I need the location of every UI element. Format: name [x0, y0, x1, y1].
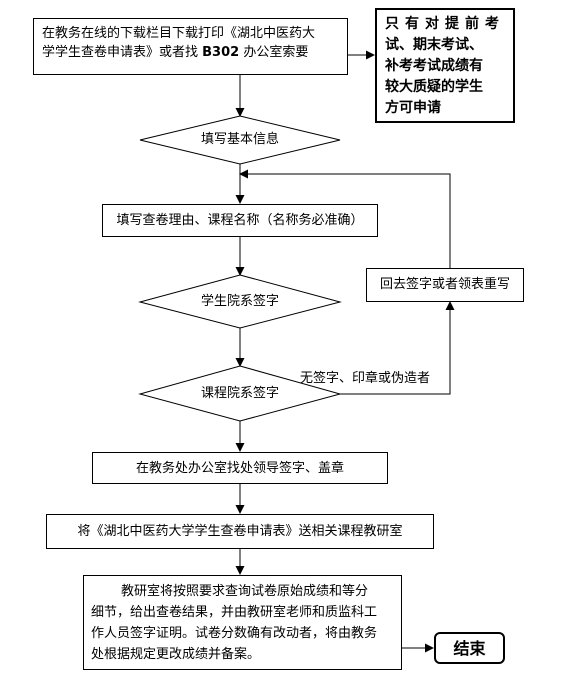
- step-redo-label: 回去签字或者领表重写: [379, 277, 510, 292]
- decision-fill-basic-label: 填写基本信息: [200, 132, 279, 147]
- step-academic-office-label: 在教务处办公室找处领导签字、盖章: [135, 461, 344, 476]
- step-review-line2: 细节，给出查卷结果，并由教研室老师和质监科工: [91, 605, 378, 620]
- step-review-line1: 教研室将按照要求查询试卷原始成绩和等分: [121, 584, 369, 599]
- eligibility-note-line4: 较大质疑的学生: [385, 79, 483, 95]
- step-download-form: 在教务在线的下载栏目下载打印《湖北中医药大 学学生查卷申请表》或者找 B302 …: [33, 18, 348, 75]
- step-fill-reason-label: 填写查卷理由、课程名称（名称务必准确）: [116, 213, 364, 228]
- decision-college-sign: [138, 274, 342, 329]
- step-redo: 回去签字或者领表重写: [366, 268, 524, 302]
- step-academic-office: 在教务处办公室找处领导签字、盖章: [92, 452, 388, 484]
- step-review-line4: 处根据规定更改成绩并备案。: [91, 647, 261, 662]
- step-review-line3: 作人员签字证明。试卷分数确有改动者，将由教务: [91, 626, 378, 641]
- decision-college-sign-label: 学生院系签字: [200, 294, 279, 309]
- step-review: 教研室将按照要求查询试卷原始成绩和等分 细节，给出查卷结果，并由教研室老师和质监…: [83, 575, 402, 670]
- decision-course-college-sign-label: 课程院系签字: [200, 386, 279, 401]
- decision-fill-basic: [139, 115, 341, 165]
- end-node: 结束: [434, 632, 505, 664]
- arrow-redo-back-to-flow: [239, 169, 451, 268]
- step-download-line1: 在教务在线的下载栏目下载打印《湖北中医药大: [42, 26, 316, 41]
- eligibility-note-line2: 试、期末考试、: [385, 37, 483, 53]
- eligibility-note-line5: 方可申请: [385, 100, 441, 116]
- step-send-form: 将《湖北中医药大学学生查卷申请表》送相关课程教研室: [46, 514, 434, 549]
- step-download-line2: 学学生查卷申请表》或者找 B302 办公室索要: [42, 45, 309, 60]
- decision-course-college-sign: [138, 365, 342, 422]
- end-node-label: 结束: [453, 639, 486, 658]
- eligibility-note-line3: 补考考试成绩有: [385, 58, 483, 74]
- branch-invalid-label: 无签字、印章或伪造者: [300, 371, 431, 386]
- eligibility-note: 只有对提前考 试、期末考试、 补考考试成绩有 较大质疑的学生 方可申请: [375, 8, 515, 123]
- step-fill-reason: 填写查卷理由、课程名称（名称务必准确）: [102, 204, 378, 237]
- eligibility-note-line1: 只有对提前考: [385, 16, 505, 32]
- arrow-invalid-to-redo: [340, 301, 455, 395]
- step-send-form-label: 将《湖北中医药大学学生查卷申请表》送相关课程教研室: [77, 524, 403, 539]
